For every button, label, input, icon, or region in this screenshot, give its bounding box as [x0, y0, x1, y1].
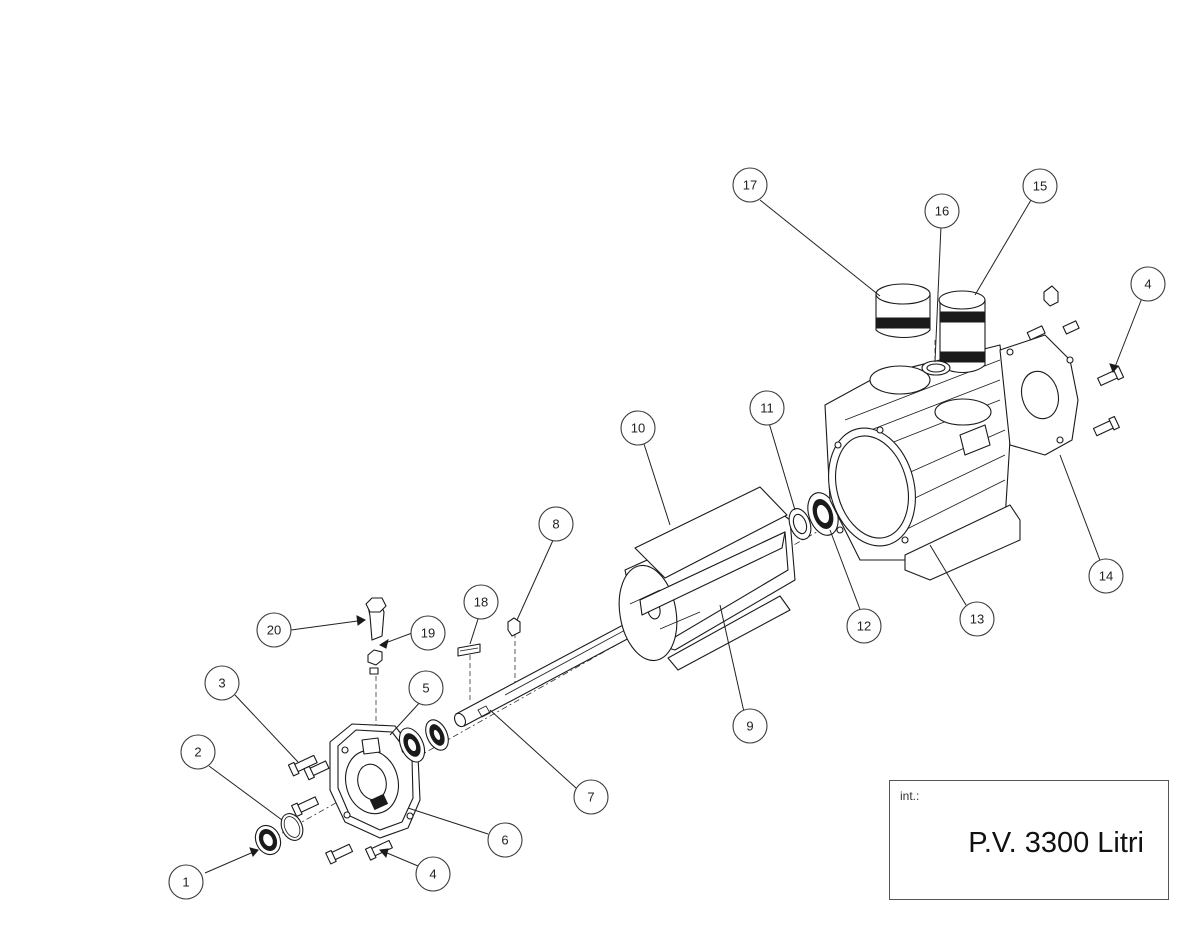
part-17-cup	[875, 283, 931, 339]
part-7-shaft	[453, 615, 649, 728]
part-20-lubricator	[365, 597, 387, 641]
callout-14: 14	[1088, 558, 1124, 594]
callout-1: 1	[168, 864, 204, 900]
callout-18: 18	[463, 584, 499, 620]
callout-8: 8	[538, 506, 574, 542]
leader-lines	[204, 199, 1143, 874]
callout-9: 9	[732, 708, 768, 744]
callout-10: 10	[620, 410, 656, 446]
part-14-rear-cover	[999, 334, 1079, 456]
part-8-pin	[507, 617, 521, 637]
callout-15-label: 15	[1033, 179, 1047, 194]
part-10-vanes	[639, 531, 791, 671]
front-bearings	[398, 719, 449, 763]
callout-7: 7	[573, 779, 609, 815]
callout-16: 16	[924, 193, 960, 229]
callout-13-label: 13	[970, 612, 984, 627]
callout-13: 13	[959, 601, 995, 637]
title-block: int.: P.V. 3300 Litri	[889, 780, 1169, 900]
callout-9-label: 9	[746, 719, 753, 734]
part-11-seal	[788, 508, 812, 540]
part-19-nut	[367, 649, 383, 675]
callout-4-front-label: 4	[429, 867, 436, 882]
title-block-label: int.:	[900, 789, 920, 803]
part-5-front-cover	[329, 723, 421, 839]
callout-20: 20	[256, 612, 292, 648]
part-2-circlip	[280, 813, 304, 841]
part-15-cartridge	[938, 290, 986, 374]
callout-16-label: 16	[935, 204, 949, 219]
part-12-bearing	[807, 492, 839, 536]
rear-bolts	[1026, 285, 1125, 437]
callout-12-label: 12	[857, 619, 871, 634]
callout-6: 6	[487, 822, 523, 858]
callout-11-label: 11	[760, 401, 774, 416]
drawing-title: P.V. 3300 Litri	[968, 827, 1144, 859]
part-13-pump-body	[824, 344, 1021, 581]
callout-1-label: 1	[182, 875, 189, 890]
callout-3: 3	[204, 665, 240, 701]
callout-19-label: 19	[421, 626, 435, 641]
callout-17-label: 17	[743, 178, 757, 193]
part-18-key	[457, 643, 481, 657]
callout-4-rear-label: 4	[1144, 277, 1151, 292]
callout-14-label: 14	[1099, 569, 1113, 584]
callout-5-label: 5	[422, 681, 429, 696]
callout-3-label: 3	[218, 676, 225, 691]
callout-2-label: 2	[194, 745, 201, 760]
part-16-o-ring	[921, 360, 951, 376]
callout-19: 19	[410, 615, 446, 651]
callout-4-rear: 4	[1130, 266, 1166, 302]
callout-8-label: 8	[552, 517, 559, 532]
callout-6-label: 6	[501, 833, 508, 848]
callout-11: 11	[749, 390, 785, 426]
callout-4-front: 4	[415, 856, 451, 892]
callout-15: 15	[1022, 168, 1058, 204]
callout-12: 12	[846, 608, 882, 644]
leader-arrowheads	[249, 363, 1119, 859]
callout-10-label: 10	[631, 421, 645, 436]
callout-20-label: 20	[267, 623, 281, 638]
front-bolts	[287, 754, 393, 865]
callout-17: 17	[732, 167, 768, 203]
callout-5: 5	[408, 670, 444, 706]
callout-18-label: 18	[474, 595, 488, 610]
callout-7-label: 7	[587, 790, 594, 805]
callout-2: 2	[180, 734, 216, 770]
part-1-seal-ring	[254, 824, 282, 856]
